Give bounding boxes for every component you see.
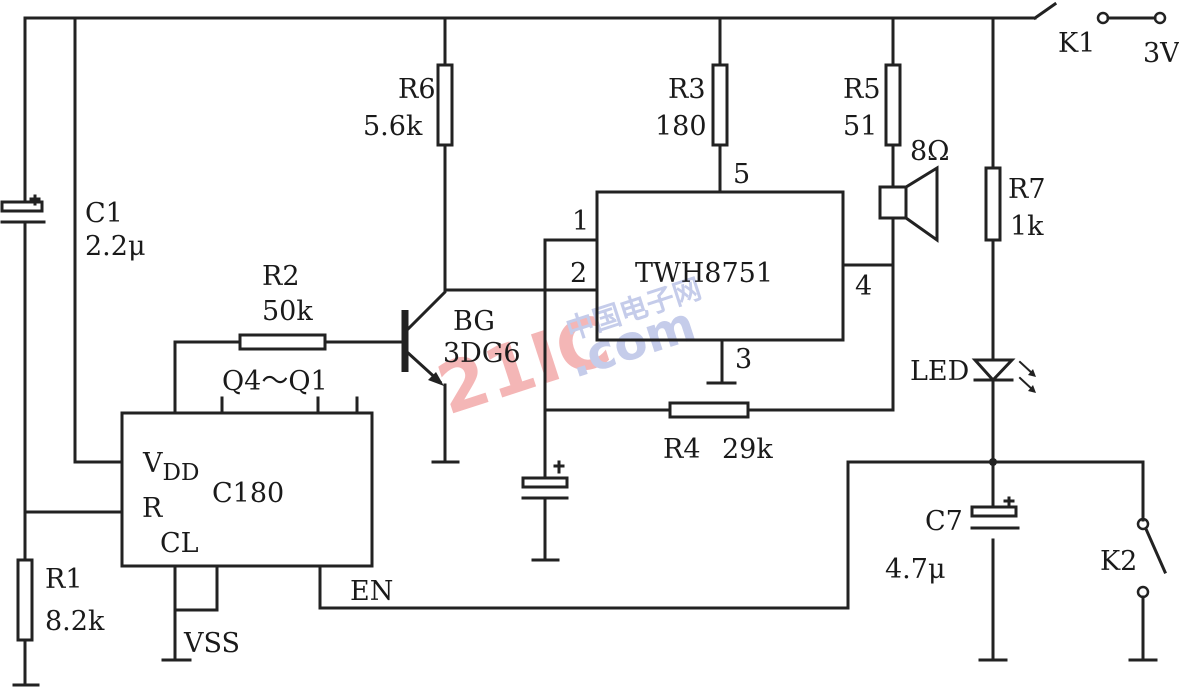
r4-value: 29k bbox=[722, 434, 773, 465]
c180-outputs: Q4～Q1 bbox=[222, 366, 328, 397]
r3-value: 180 bbox=[655, 111, 707, 142]
c180-vss: VSS bbox=[183, 628, 240, 659]
r2-value: 50k bbox=[262, 296, 313, 327]
pin-3: 3 bbox=[735, 344, 752, 375]
pin-4: 4 bbox=[855, 271, 872, 302]
ic-label: TWH8751 bbox=[635, 258, 773, 289]
c180-cl: CL bbox=[160, 528, 199, 559]
pin-2: 2 bbox=[570, 258, 587, 289]
r3-label: R3 bbox=[668, 74, 706, 105]
bg-transistor bbox=[401, 288, 460, 464]
speaker-icon bbox=[878, 165, 939, 243]
bg-value: 3DG6 bbox=[443, 338, 521, 369]
r6-resistor bbox=[436, 63, 454, 147]
r1-value: 8.2k bbox=[45, 606, 105, 637]
pin-1: 1 bbox=[572, 206, 589, 237]
r5-resistor bbox=[884, 63, 902, 147]
r2-label: R2 bbox=[262, 261, 300, 292]
c180-chip bbox=[120, 411, 374, 568]
k2-switch bbox=[1128, 517, 1167, 662]
r2-resistor bbox=[238, 333, 327, 351]
c180-r: R bbox=[142, 493, 163, 524]
k1-label: K1 bbox=[1058, 28, 1095, 59]
r1-resistor bbox=[16, 558, 34, 642]
r1-label: R1 bbox=[45, 564, 83, 595]
r6-label: R6 bbox=[398, 74, 436, 105]
c180-label: C180 bbox=[212, 478, 284, 509]
r7-resistor bbox=[984, 166, 1002, 242]
r5-value: 51 bbox=[843, 111, 877, 142]
c7-capacitor bbox=[970, 505, 1018, 518]
r7-value: 1k bbox=[1010, 211, 1044, 242]
r4-label: R4 bbox=[663, 434, 701, 465]
c180-en: EN bbox=[350, 576, 393, 607]
r6-value: 5.6k bbox=[363, 111, 423, 142]
led-icon bbox=[971, 358, 1036, 393]
watermark-logo: 21IC .com 中国电子网 bbox=[428, 272, 705, 431]
pin-5: 5 bbox=[733, 159, 750, 190]
top-rail bbox=[23, 1, 1167, 25]
c180-vdd: VDD bbox=[142, 448, 199, 486]
r3-resistor bbox=[711, 63, 729, 147]
c1-value: 2.2μ bbox=[85, 231, 146, 262]
supply-label: 3V bbox=[1143, 38, 1179, 69]
r4-resistor bbox=[668, 401, 750, 419]
c7-value: 4.7μ bbox=[885, 554, 946, 585]
k2-label: K2 bbox=[1100, 546, 1137, 577]
c1-capacitor bbox=[0, 16, 46, 687]
timing-capacitor bbox=[521, 476, 569, 489]
speaker-value: 8Ω bbox=[910, 136, 950, 167]
bg-label: BG bbox=[453, 306, 495, 337]
c7-label: C7 bbox=[925, 506, 963, 537]
led-label: LED bbox=[910, 356, 969, 387]
c1-label: C1 bbox=[85, 198, 123, 229]
r5-label: R5 bbox=[843, 74, 881, 105]
r7-label: R7 bbox=[1008, 174, 1046, 205]
